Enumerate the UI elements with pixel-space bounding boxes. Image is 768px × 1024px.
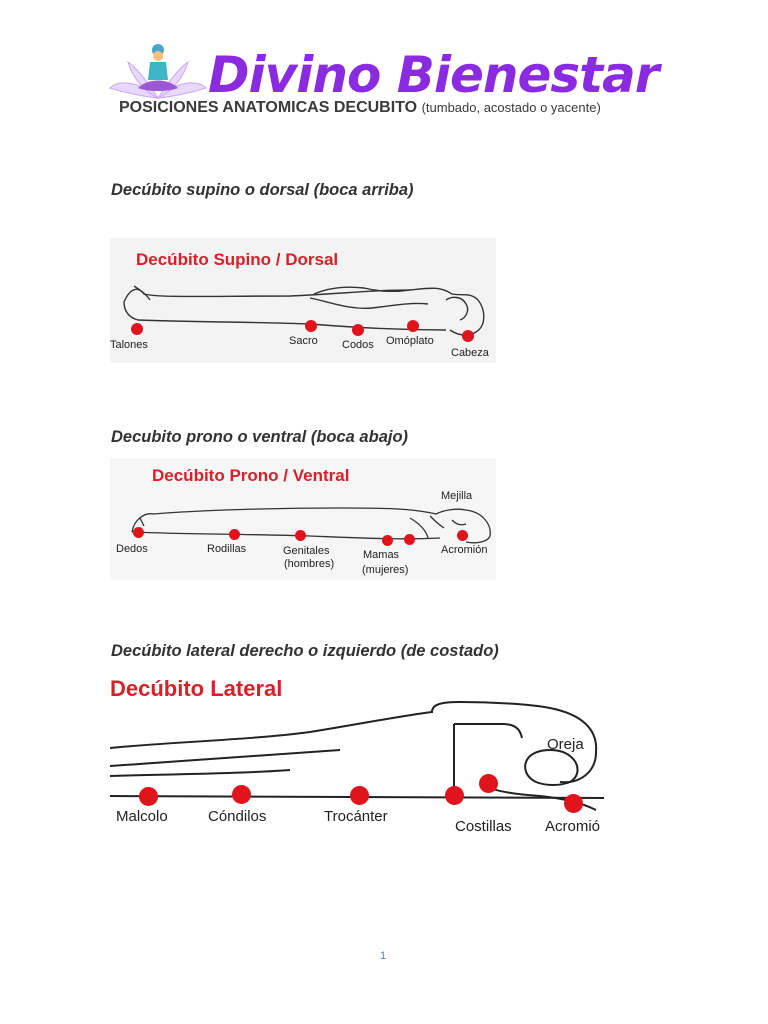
marker-cabeza	[462, 330, 474, 342]
figure-prono: Decúbito Prono / Ventral Mejilla Dedos R…	[110, 458, 496, 580]
label-mejilla: Mejilla	[441, 490, 473, 502]
marker-sacro	[305, 320, 317, 332]
marker-condilos	[232, 785, 251, 804]
label-mamas-note: (mujeres)	[362, 564, 409, 576]
marker-trocanter	[350, 786, 369, 805]
label-condilos: Cóndilos	[208, 808, 267, 825]
document-title-main: POSICIONES ANATOMICAS DECUBITO	[119, 99, 418, 116]
section-title-prono: Decubito prono o ventral (boca abajo)	[111, 428, 409, 446]
figure-heading-lateral: Decúbito Lateral	[110, 676, 283, 701]
marker-rodillas	[229, 529, 240, 540]
figure-lateral: Decúbito Lateral Oreja Malcolo Cóndilos …	[110, 672, 604, 842]
marker-genitales	[295, 530, 306, 541]
document-title-sub: (tumbado, acostado o yacente)	[421, 100, 601, 115]
label-trocanter: Trocánter	[324, 808, 388, 825]
label-costillas: Costillas	[455, 818, 512, 835]
marker-mamas-2	[404, 534, 415, 545]
label-rodillas: Rodillas	[207, 543, 247, 555]
figure-supino: Decúbito Supino / Dorsal Talones Sacro C…	[110, 238, 496, 363]
marker-dedos	[133, 527, 144, 538]
section-title-lateral: Decúbito lateral derecho o izquierdo (de…	[111, 642, 499, 660]
figure-heading-supino: Decúbito Supino / Dorsal	[136, 250, 339, 269]
marker-malcolo	[139, 787, 158, 806]
label-oreja: Oreja	[547, 736, 584, 753]
body-outline-prono	[131, 507, 491, 544]
section-title-supino: Decúbito supino o dorsal (boca arriba)	[111, 181, 414, 199]
logo-icon	[108, 40, 208, 100]
document-title: POSICIONES ANATOMICAS DECUBITO (tumbado,…	[119, 99, 601, 117]
label-talones: Talones	[110, 339, 148, 351]
label-dedos: Dedos	[116, 543, 148, 555]
marker-talones	[131, 323, 143, 335]
marker-costillas-1	[445, 786, 464, 805]
body-outline-supino	[123, 285, 485, 336]
brand-name: Divino Bienestar	[208, 46, 659, 104]
marker-acromion	[457, 530, 468, 541]
label-sacro: Sacro	[289, 335, 318, 347]
page-number: 1	[380, 950, 387, 962]
marker-costillas-2	[479, 774, 498, 793]
marker-codos	[352, 324, 364, 336]
label-omoplato: Omóplato	[386, 335, 434, 347]
label-genitales: Genitales	[283, 545, 330, 557]
label-acromion-lateral: Acromió	[545, 818, 601, 835]
label-genitales-note: (hombres)	[284, 558, 335, 570]
figure-heading-prono: Decúbito Prono / Ventral	[152, 466, 350, 485]
marker-omoplato	[407, 320, 419, 332]
label-cabeza: Cabeza	[451, 347, 489, 359]
label-malcolo: Malcolo	[116, 808, 168, 825]
marker-mamas-1	[382, 535, 393, 546]
marker-acromion-lateral	[564, 794, 583, 813]
label-codos: Codos	[342, 339, 374, 351]
label-mamas: Mamas	[363, 549, 400, 561]
label-acromion: Acromión	[441, 544, 488, 556]
